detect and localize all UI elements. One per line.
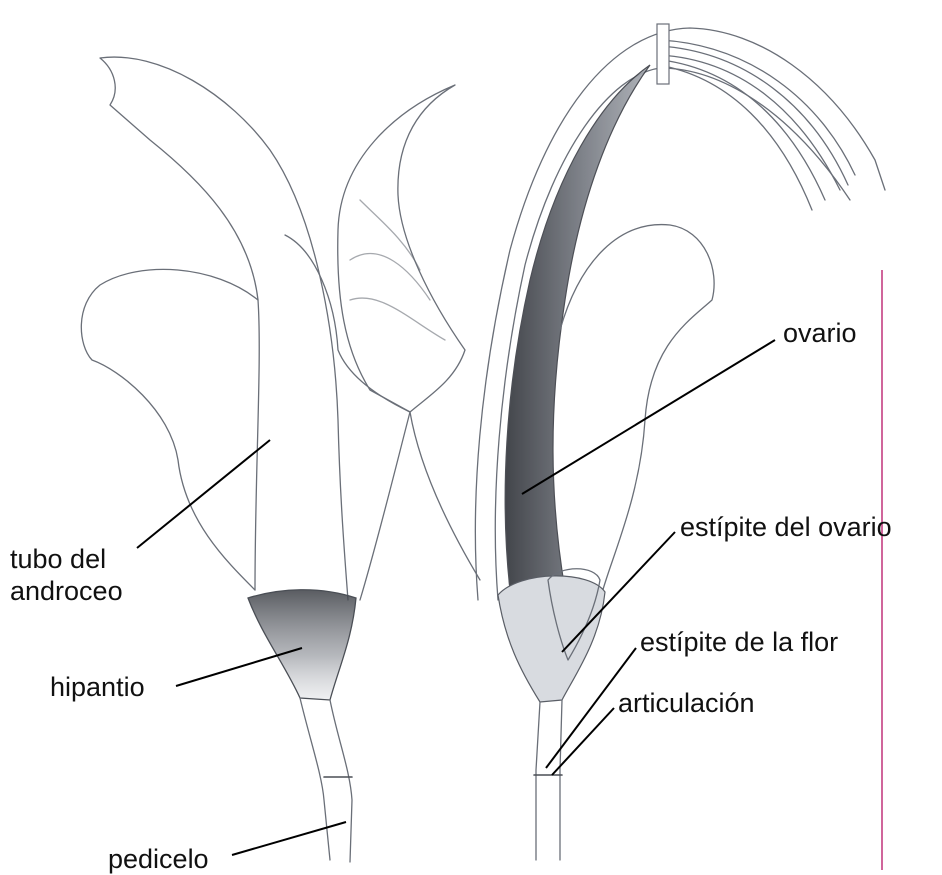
label-estipite-ovario: estípite del ovario — [680, 512, 892, 542]
label-hipantio: hipantio — [50, 672, 145, 702]
left-ear-petal — [81, 269, 258, 590]
leader-ovario — [522, 340, 775, 494]
leader-tubo — [137, 440, 270, 548]
label-articulacion: articulación — [618, 688, 755, 718]
leader-lines — [137, 340, 775, 855]
right-anther-band — [657, 24, 669, 84]
left-tube-outline — [100, 57, 348, 600]
right-stamen-2 — [662, 60, 825, 200]
middle-sepal-veins — [350, 200, 445, 340]
right-flower-stipe — [536, 700, 562, 860]
label-pedicelo: pedicelo — [108, 844, 209, 874]
right-stamen-4 — [660, 40, 855, 175]
right-ear-petal — [560, 225, 714, 600]
middle-sepal-outline — [338, 85, 465, 412]
right-flower — [475, 24, 885, 860]
middle-sepal — [338, 85, 480, 580]
left-hypanthium — [248, 590, 356, 700]
label-estipite-flor: estípite de la flor — [640, 627, 838, 657]
right-receptacle — [498, 576, 605, 702]
label-ovario: ovario — [783, 318, 857, 348]
middle-connector — [410, 412, 480, 580]
label-tubo-line1: tubo del — [10, 544, 106, 574]
label-tubo-line2: androceo — [10, 576, 123, 606]
left-pedicel — [300, 698, 352, 862]
left-inner-flap — [285, 235, 410, 600]
right-stamen-1 — [660, 55, 840, 190]
